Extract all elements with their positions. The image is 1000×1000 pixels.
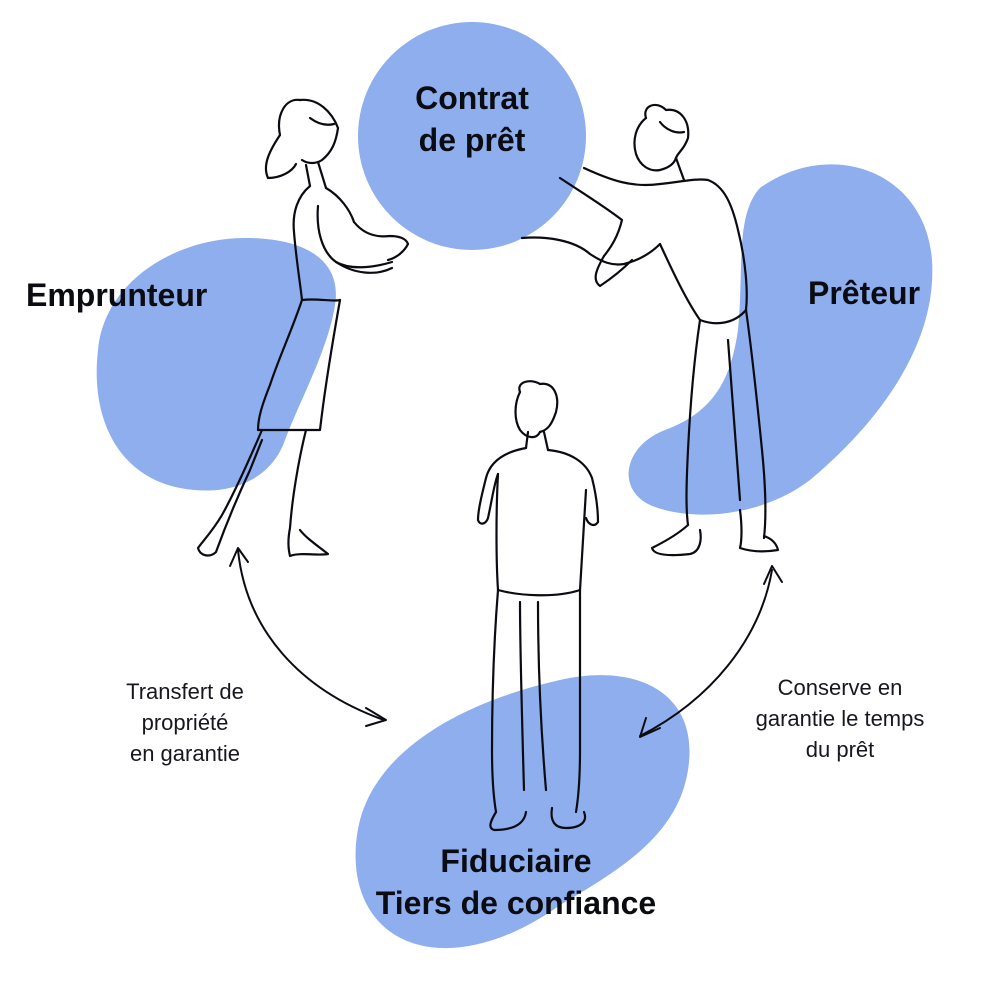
right-note-line-3: du prêt — [805, 737, 875, 762]
curved-double-arrow-icon — [229, 547, 783, 738]
right-note-line-1: Conserve en — [777, 675, 903, 700]
left-note-line-2: propriété — [141, 710, 229, 735]
contract-label: Contrat de prêt — [372, 77, 572, 161]
trustee-line-1: Fiduciaire — [440, 843, 592, 879]
standing-man-figure-icon — [476, 380, 600, 832]
right-arrow-note: Conserve en garantie le temps du prêt — [720, 672, 960, 765]
left-note-line-3: en garantie — [129, 741, 241, 766]
contract-line-1: Contrat — [415, 80, 529, 116]
woman-figure-icon — [196, 98, 410, 558]
left-arrow — [237, 549, 385, 721]
borrower-blob — [96, 238, 336, 491]
right-arrow — [639, 569, 773, 737]
contract-line-2: de prêt — [418, 122, 526, 158]
trustee-blob — [355, 675, 690, 949]
right-note-line-2: garantie le temps — [755, 706, 925, 731]
left-arrow-note: Transfert de propriété en garantie — [85, 676, 285, 769]
man-figure-icon — [520, 103, 780, 557]
lender-blob — [628, 164, 933, 515]
borrower-label: Emprunteur — [26, 277, 208, 313]
trustee-line-2: Tiers de confiance — [375, 885, 657, 921]
trustee-label: Fiduciaire Tiers de confiance — [316, 840, 716, 924]
lender-label: Prêteur — [808, 275, 921, 311]
left-note-line-1: Transfert de — [126, 679, 244, 704]
contract-circle — [358, 22, 586, 250]
blob-layer — [96, 22, 933, 949]
